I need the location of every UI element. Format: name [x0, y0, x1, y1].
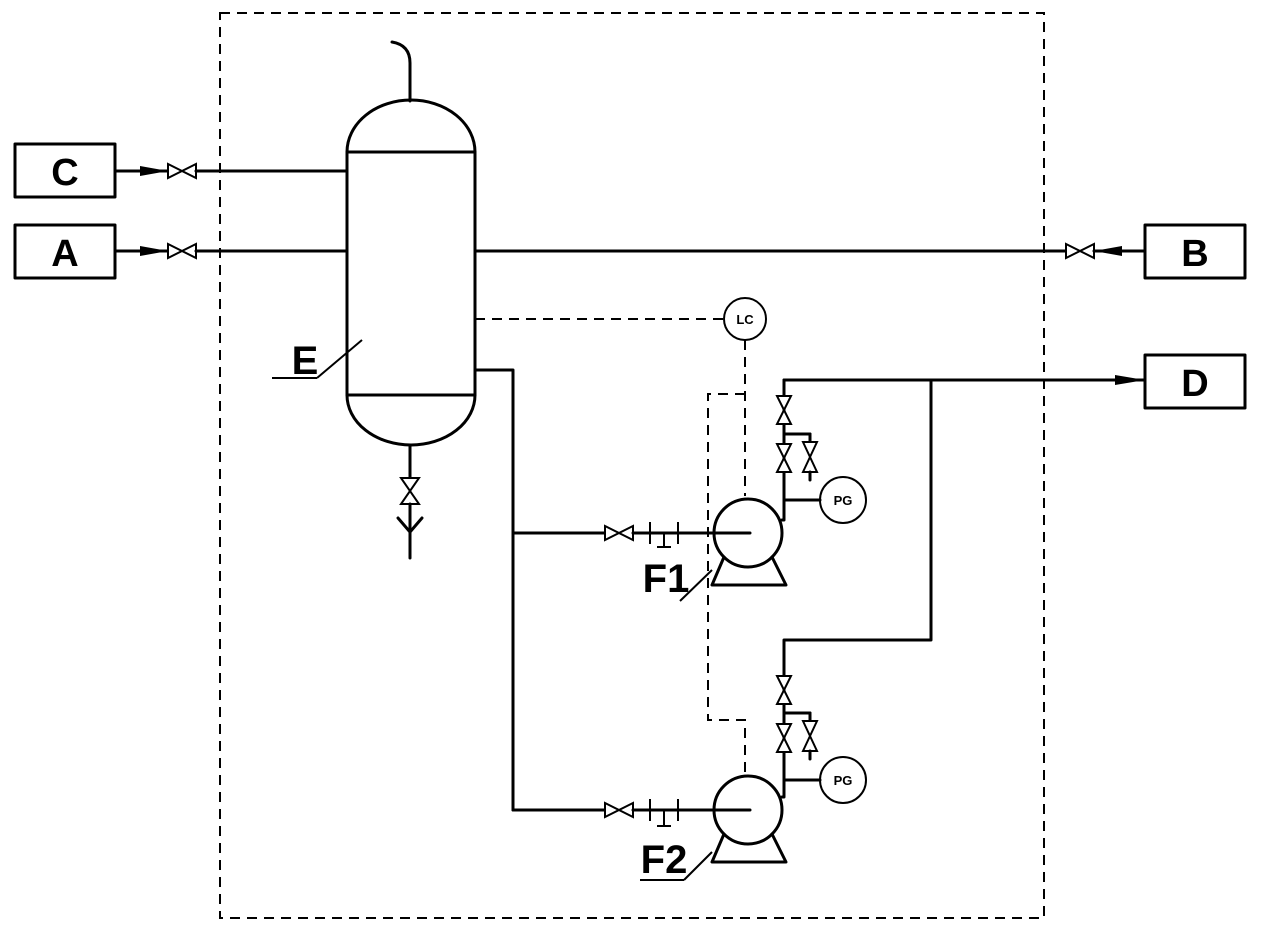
pump-f1-train: PG — [511, 378, 867, 587]
lc-signal-to-pump2 — [707, 393, 746, 774]
arrow-b-icon — [1094, 246, 1122, 256]
stream-c: C — [13, 142, 349, 199]
stream-d: D — [782, 353, 1247, 410]
pump-f2-label: F2 — [641, 838, 688, 882]
box-c-label: C — [51, 152, 78, 194]
valve-a-icon[interactable] — [167, 242, 197, 260]
drain-valve-icon[interactable] — [399, 477, 421, 505]
stream-b: B — [473, 223, 1247, 280]
box-b-label: B — [1181, 233, 1208, 275]
unit-boundary — [219, 12, 1045, 919]
bypass-valve-f1-icon[interactable] — [801, 441, 819, 473]
discharge-valve-f1-icon[interactable] — [775, 395, 793, 425]
vent-pipe — [390, 40, 412, 103]
vessel-label: E — [292, 339, 319, 383]
f2-discharge-line — [782, 378, 933, 782]
box-a-label: A — [51, 233, 78, 275]
pressure-gauge-2-label: PG — [834, 773, 853, 788]
level-controller-label: LC — [736, 312, 754, 327]
valve-b-icon[interactable] — [1065, 242, 1095, 260]
stream-a: A — [13, 223, 349, 280]
level-control-loop: LC — [475, 297, 767, 774]
suction-valve-f2-icon[interactable] — [604, 801, 634, 819]
arrow-c-icon — [140, 166, 168, 176]
pump-f2-leader-line — [683, 851, 713, 881]
check-valve-f1-icon[interactable] — [775, 443, 793, 473]
arrow-d-icon — [1115, 375, 1145, 385]
bypass-valve-f2-icon[interactable] — [801, 720, 819, 752]
box-d-label: D — [1181, 363, 1208, 405]
pump-f1-base — [710, 555, 788, 587]
suction-valve-f1-icon[interactable] — [604, 524, 634, 542]
pump-f2-base — [710, 832, 788, 864]
pressure-gauge-1-label: PG — [834, 493, 853, 508]
pump-f1-label: F1 — [643, 557, 690, 601]
pressure-gauge-1[interactable] — [819, 476, 867, 524]
vessel-e — [345, 40, 477, 447]
pump-f1-leader-line — [679, 569, 713, 602]
discharge-valve-f2-icon[interactable] — [775, 675, 793, 705]
suction-header — [473, 368, 515, 812]
check-valve-f2-icon[interactable] — [775, 723, 793, 753]
vessel-leader-line — [316, 339, 363, 379]
valve-c-icon[interactable] — [167, 162, 197, 180]
pressure-gauge-2[interactable] — [819, 756, 867, 804]
arrow-a-icon — [140, 246, 168, 256]
pump-f2-train: PG — [511, 378, 933, 864]
vessel-drain — [396, 443, 424, 560]
